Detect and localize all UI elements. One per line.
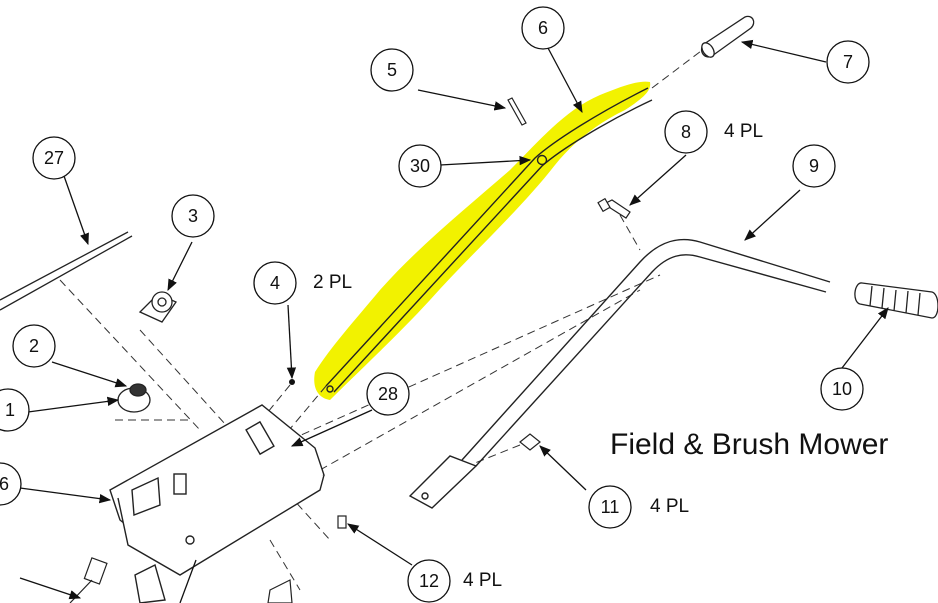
bottom-part	[267, 579, 293, 603]
callout-number: 6	[0, 474, 9, 494]
callout-number: 1	[5, 400, 15, 420]
callout-number: 3	[188, 206, 198, 226]
callout-circle-3	[171, 194, 215, 238]
part-3-switch	[138, 291, 177, 323]
highlight-part-6	[314, 81, 651, 400]
part-10-grip	[854, 282, 938, 319]
callout-circle-16	[0, 462, 22, 506]
control-panel-housing	[109, 404, 325, 603]
callout-number: 9	[809, 156, 819, 176]
callout-circle-10	[820, 367, 864, 411]
callout-number: 28	[378, 384, 398, 404]
callout-number: 30	[410, 156, 430, 176]
callout-circle-7	[826, 40, 870, 84]
leader-arrows	[19, 39, 889, 603]
left-connector	[69, 557, 108, 603]
part-27-rod	[0, 231, 133, 311]
callout-circle-4	[253, 261, 297, 305]
part-5-pin	[507, 97, 527, 126]
part-6-bar	[325, 87, 653, 393]
callout-circle-12	[407, 559, 451, 603]
callout-number: 10	[832, 379, 852, 399]
callout-circles	[0, 6, 870, 603]
callout-circle-27	[32, 136, 76, 180]
part-11-screw	[519, 433, 541, 451]
callout-circle-28	[366, 372, 410, 416]
callout-circle-9	[792, 144, 836, 188]
callout-number: 12	[419, 571, 439, 591]
callout-circle-1	[0, 388, 30, 432]
callout-number: 8	[681, 122, 691, 142]
callout-circle-30	[398, 144, 442, 188]
qty-label-12: 4 PL	[463, 570, 503, 591]
part-12-fastener	[337, 515, 347, 529]
callout-number: 2	[29, 336, 39, 356]
callout-number: 5	[387, 60, 397, 80]
callout-number: 27	[44, 148, 64, 168]
callout-number: 6	[538, 18, 548, 38]
part-4-nut	[289, 379, 295, 385]
callout-circle-11	[588, 485, 632, 529]
part-8-bolt	[597, 197, 631, 219]
part-7-grip	[700, 15, 755, 58]
callout-circle-5	[370, 48, 414, 92]
part-9-handle	[408, 238, 831, 509]
qty-label-4: 2 PL	[313, 272, 353, 293]
callout-number: 4	[270, 273, 280, 293]
callout-circle-6	[521, 6, 565, 50]
callout-number: 7	[843, 52, 853, 72]
callout-number: 11	[601, 497, 620, 517]
callout-circle-2	[12, 324, 56, 368]
qty-label-11: 4 PL	[650, 496, 690, 517]
qty-label-8: 4 PL	[724, 121, 764, 142]
diagram-title: Field & Brush Mower	[610, 428, 889, 461]
callout-circle-8	[664, 110, 708, 154]
part-2-knob	[117, 383, 151, 413]
